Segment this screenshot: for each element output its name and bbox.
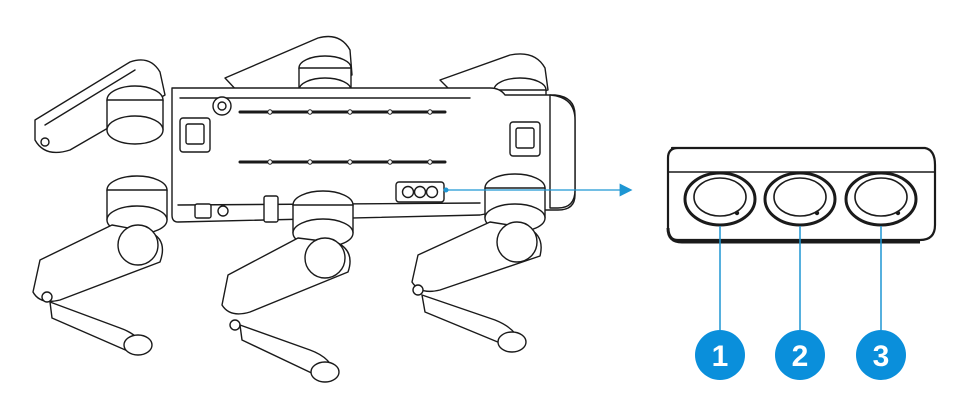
rear-foot-near [123, 334, 153, 356]
rear-upper-leg-far [34, 59, 166, 154]
port-2 [763, 171, 837, 227]
robot-dog-illustration [32, 35, 576, 383]
callout-badge-1: 1 [695, 330, 745, 380]
rear-connector [194, 203, 212, 219]
port-1 [683, 171, 757, 227]
rear-leg-near [32, 224, 164, 356]
robot-body [171, 87, 576, 223]
svg-text:2: 2 [792, 340, 809, 373]
svg-text:3: 3 [873, 340, 890, 373]
mid-foot-near [310, 361, 340, 383]
port-panel-zoom [666, 146, 937, 244]
callout-arrow [443, 183, 633, 197]
callout-badge-2: 2 [775, 330, 825, 380]
front-leg-near [411, 221, 542, 353]
leader-lines [719, 226, 882, 330]
front-foot-near [497, 331, 527, 353]
svg-text:1: 1 [712, 340, 729, 373]
port-3 [844, 171, 918, 227]
hip-joint-rear-far [106, 85, 164, 145]
mid-leg-near [221, 237, 351, 383]
callout-badge-3: 3 [856, 330, 906, 380]
